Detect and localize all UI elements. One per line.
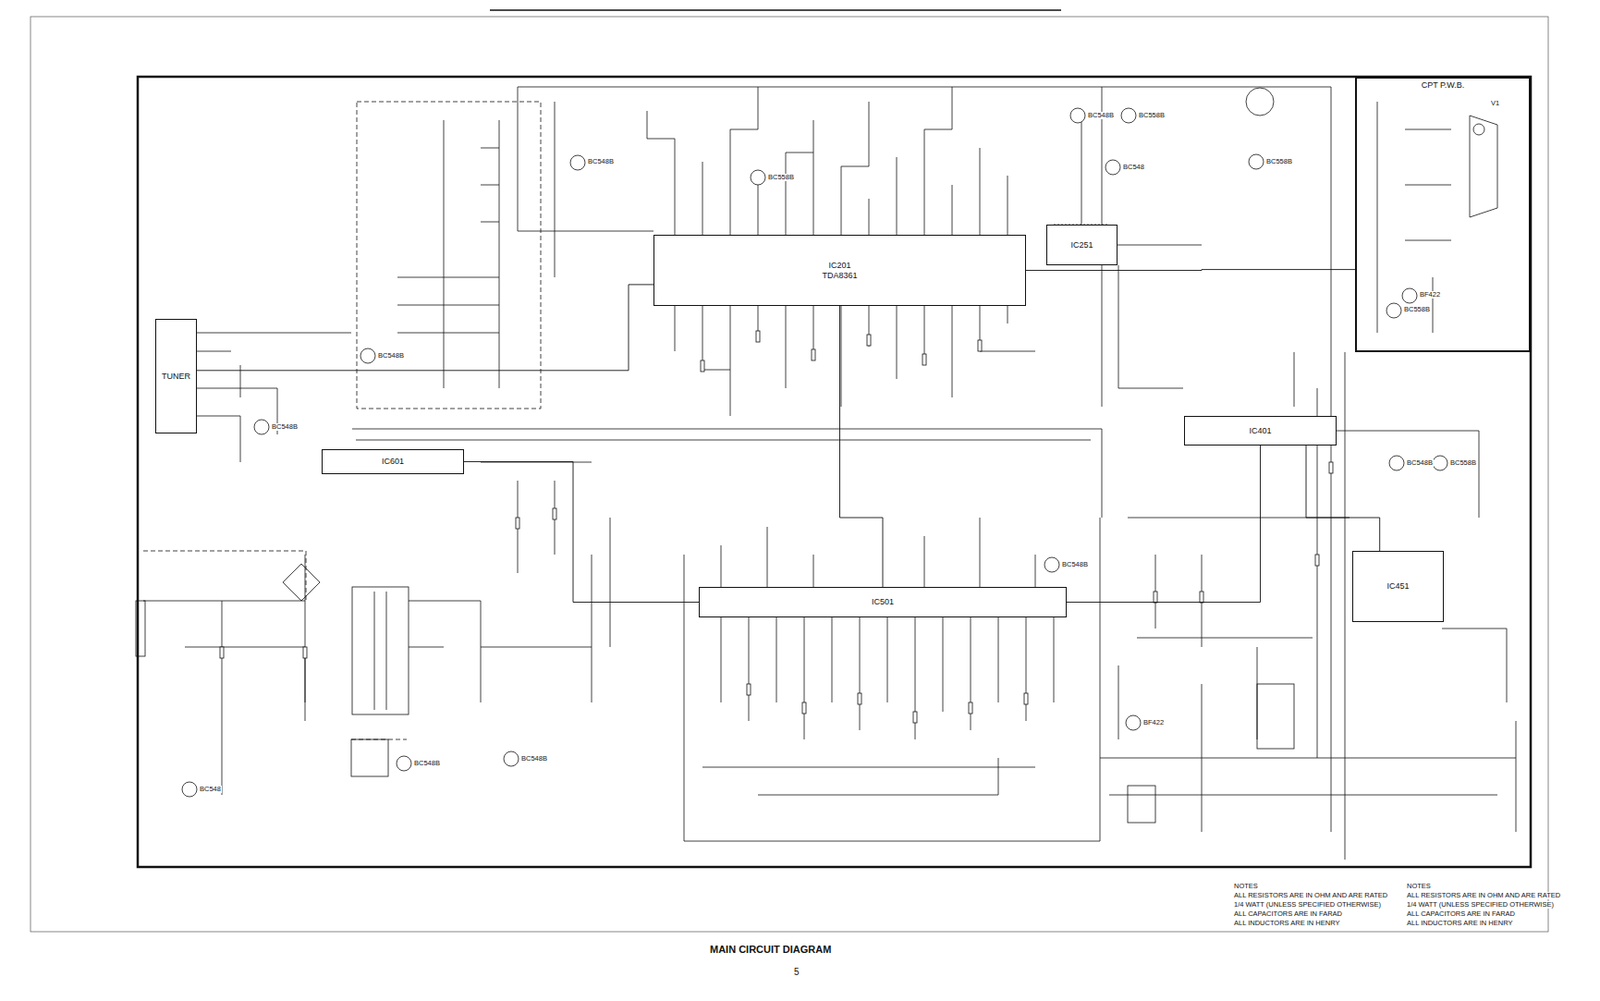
part-label: BC548B [1405, 459, 1434, 467]
board-outline: CPT P.W.B. [1355, 76, 1531, 353]
signal-wire [1066, 445, 1261, 603]
ic-box: IC251 [1046, 224, 1118, 266]
diagram-title: MAIN CIRCUIT DIAGRAM [709, 943, 831, 955]
part-reference: TUNER [160, 371, 192, 381]
part-label: BC548B [520, 755, 549, 763]
note-text: NOTES [1405, 882, 1432, 891]
part-reference: CPT P.W.B. [1420, 80, 1466, 90]
note-text: ALL CAPACITORS ARE IN FARAD [1405, 910, 1516, 918]
note-text: ALL RESISTORS ARE IN OHM AND ARE RATED [1405, 891, 1562, 900]
part-number: TDA8361 [820, 270, 858, 281]
signal-wire [1025, 268, 1356, 271]
ic-box: IC501 [698, 586, 1067, 618]
part-reference: IC251 [1069, 240, 1094, 250]
part-label: BC558B [1403, 305, 1431, 314]
part-label: BC548B [1061, 561, 1089, 569]
part-reference: IC201 [827, 260, 852, 270]
ic-box: IC601 [321, 449, 465, 475]
part-label: 5 [793, 966, 801, 978]
signal-wire [196, 284, 654, 371]
note-text: 1/4 WATT (UNLESS SPECIFIED OTHERWISE) [1233, 901, 1382, 909]
part-label: BC548 [1122, 163, 1146, 171]
note-text: NOTES [1233, 882, 1259, 891]
ic-box: IC201TDA8361 [653, 234, 1026, 306]
tuner-box: TUNER [155, 318, 197, 434]
note-text: ALL CAPACITORS ARE IN FARAD [1233, 910, 1344, 918]
part-label: BC558B [767, 173, 795, 182]
signal-wire [464, 462, 699, 603]
part-label: BF422 [1418, 291, 1442, 299]
signal-wire [1306, 445, 1381, 551]
part-label: BC548 [198, 785, 222, 794]
part-label: BC558B [1449, 459, 1478, 467]
note-text: ALL INDUCTORS ARE IN HENRY [1405, 919, 1514, 928]
part-reference: IC451 [1385, 581, 1410, 591]
part-label: BC548B [586, 158, 615, 166]
part-label: BC558B [1265, 158, 1294, 166]
part-label: V1 [1490, 99, 1501, 108]
note-text: 1/4 WATT (UNLESS SPECIFIED OTHERWISE) [1405, 901, 1555, 909]
note-text: ALL INDUCTORS ARE IN HENRY [1233, 919, 1341, 928]
part-label: BC548B [377, 352, 405, 360]
signal-wire [840, 305, 884, 587]
part-reference: IC501 [870, 597, 895, 607]
part-reference: IC401 [1247, 426, 1272, 436]
ic-box: IC401 [1184, 415, 1337, 446]
part-label: BC548B [1087, 111, 1115, 120]
note-text: ALL RESISTORS ARE IN OHM AND ARE RATED [1233, 891, 1389, 900]
part-label: BF422 [1142, 719, 1165, 727]
part-label: BC548B [270, 423, 299, 431]
part-reference: IC601 [380, 456, 405, 466]
ic-box: IC451 [1352, 550, 1444, 623]
part-label: BC558B [1137, 111, 1166, 120]
part-label: BC548B [413, 759, 441, 768]
